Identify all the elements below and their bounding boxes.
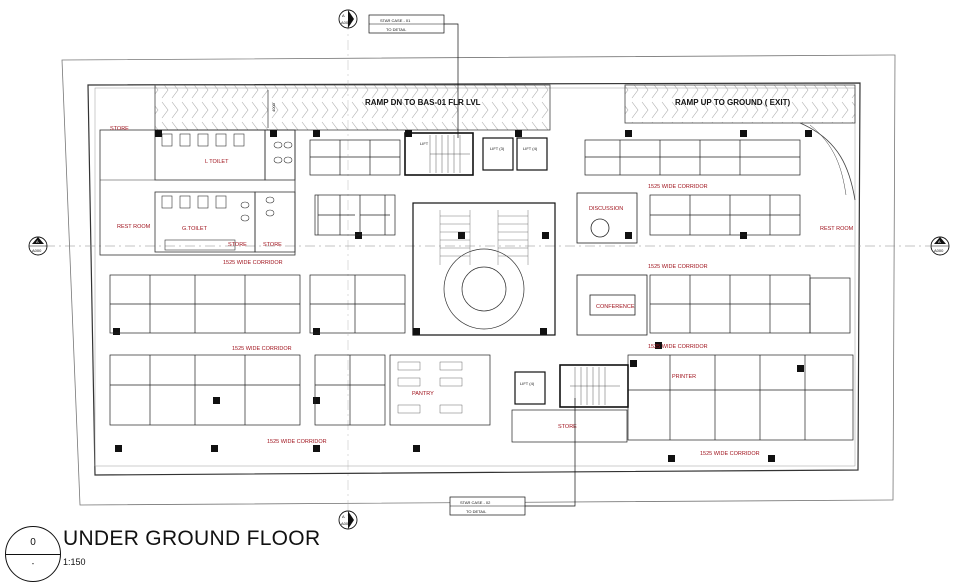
corridor-3: 1525 WIDE CORRIDOR <box>648 264 708 270</box>
corridor-5: 1525 WIDE CORRIDOR <box>648 344 708 350</box>
lift-label-c: LIFT (4) <box>520 381 535 386</box>
room-store-top-left: STORE <box>110 126 129 132</box>
section-marker-right-letter: A <box>938 239 941 244</box>
svg-text:STAR CASE - 02: STAR CASE - 02 <box>460 500 491 505</box>
site-boundary <box>61 54 896 506</box>
room-rest-room-left: REST ROOM <box>117 224 151 230</box>
ramp-dimension: 4000 <box>271 102 276 112</box>
atrium-ring-outer <box>443 248 525 330</box>
drawing-title: UNDER GROUND FLOOR <box>63 527 321 550</box>
structural-columns <box>113 130 812 462</box>
drawing-number: 0 <box>30 537 36 548</box>
workstation-clusters <box>109 139 854 441</box>
ramp-down <box>154 84 551 131</box>
corridor-2: 1525 WIDE CORRIDOR <box>223 260 283 266</box>
toilet-fixtures <box>161 133 293 251</box>
corridor-4: 1525 WIDE CORRIDOR <box>232 346 292 352</box>
section-marker-bottom-letter: A <box>342 514 345 519</box>
ramp-down-label: RAMP DN TO BAS-01 FLR LVL <box>365 98 481 107</box>
drawing-scale: 1:150 <box>63 557 86 567</box>
room-conference: CONFERENCE <box>596 304 635 310</box>
corridor-7: 1525 WIDE CORRIDOR <box>700 451 760 457</box>
lift-shaft-c <box>514 371 546 405</box>
room-pantry: PANTRY <box>412 391 434 397</box>
section-marker-bottom: A A000 <box>338 510 358 530</box>
room-store-bottom: STORE <box>558 424 577 430</box>
section-marker-top-letter: A <box>342 13 345 18</box>
section-marker-bottom-sheet: A000 <box>341 521 351 526</box>
lift-shaft-a <box>482 137 514 171</box>
section-marker-top: A A000 <box>338 9 358 29</box>
lift-label-a: LIFT (3) <box>490 146 505 151</box>
callout-staircase-1: STAR CASE - 01 TO DETAIL <box>368 14 459 138</box>
atrium-ring-inner <box>461 266 507 312</box>
svg-text:TO DETAIL: TO DETAIL <box>386 27 407 32</box>
room-store-mid-2: STORE <box>263 242 282 248</box>
section-marker-right: A A000 <box>930 236 950 256</box>
conference-table <box>589 294 636 316</box>
section-marker-left-sheet: A000 <box>32 248 42 253</box>
svg-text:TO DETAIL: TO DETAIL <box>466 509 487 514</box>
left-service-block <box>99 129 296 256</box>
drawing-reference-circle: 0 - <box>5 526 61 582</box>
discussion-room <box>576 192 638 244</box>
section-marker-left-letter: A <box>36 239 39 244</box>
room-g-toilet: G.TOILET <box>182 226 208 232</box>
stair-core-1 <box>404 132 474 176</box>
room-discussion: DISCUSSION <box>589 206 623 212</box>
svg-text:STAR CASE - 01: STAR CASE - 01 <box>380 18 411 23</box>
central-atrium <box>412 202 556 336</box>
pantry-area <box>389 354 491 426</box>
stair-core-2 <box>559 364 629 408</box>
conference-room <box>576 274 648 336</box>
callout-staircase-2: STAR CASE - 02 TO DETAIL <box>449 398 576 516</box>
section-marker-right-sheet: A000 <box>934 248 944 253</box>
building-outline <box>87 82 861 476</box>
room-printer: PRINTER <box>672 374 696 380</box>
section-marker-left: A A000 <box>28 236 48 256</box>
lift-label-1: LIFT <box>420 141 429 146</box>
room-store-mid-1: STORE <box>228 242 247 248</box>
room-l-toilet: L TOILET <box>205 159 229 165</box>
room-rest-room-right: REST ROOM <box>820 226 854 232</box>
ramp-up-label: RAMP UP TO GROUND ( EXIT) <box>675 98 790 107</box>
discussion-table <box>590 218 610 238</box>
ramp-up <box>624 84 856 124</box>
corridor-1: 1525 WIDE CORRIDOR <box>648 184 708 190</box>
section-marker-top-sheet: A000 <box>341 20 351 25</box>
lift-label-b: LIFT (4) <box>523 146 538 151</box>
drawing-sheet: - <box>31 559 35 568</box>
lift-shaft-b <box>516 137 548 171</box>
corridor-6: 1525 WIDE CORRIDOR <box>267 439 327 445</box>
